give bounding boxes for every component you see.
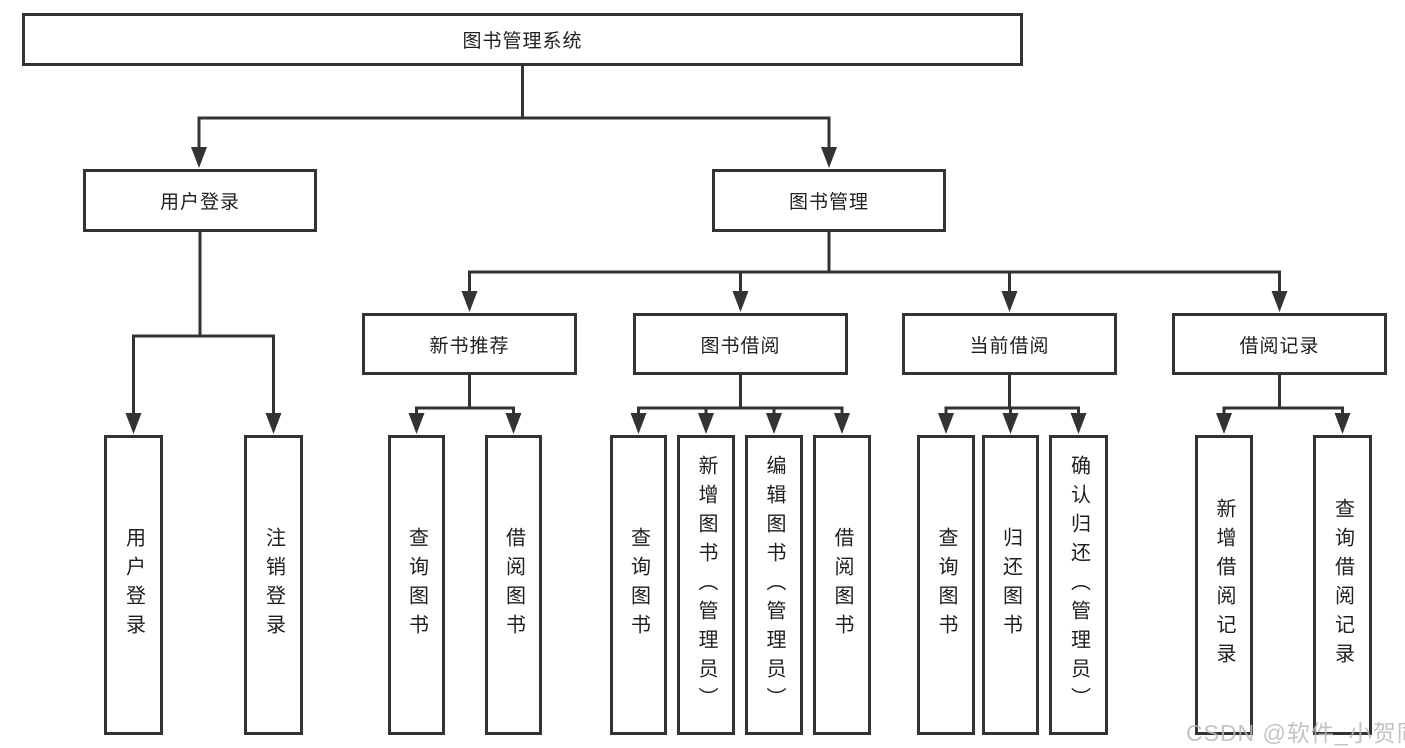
node-label: 新书推荐 — [429, 335, 510, 357]
leaf-label: 归还图书 — [999, 527, 1022, 643]
arrowhead-new-book-recommend — [461, 291, 478, 312]
node-label: 图书管理系统 — [462, 31, 583, 52]
node-label: 用户登录 — [159, 192, 240, 213]
arrowhead-records-child2 — [1334, 413, 1351, 434]
leaf-label: 借阅图书 — [831, 527, 853, 643]
leaf-label: 查询借阅记录 — [1331, 498, 1354, 672]
arrowhead-leaf-logout — [265, 413, 282, 434]
leaf-label: 注销登录 — [262, 527, 285, 643]
leaf-borrow-books-borrowing: 借阅图书 — [813, 435, 871, 735]
node-label: 当前借阅 — [969, 335, 1050, 357]
leaf-label: 新增图书（管理员） — [695, 454, 717, 716]
node-user-login: 用户登录 — [83, 169, 317, 232]
arrowhead-book-management — [821, 147, 837, 168]
arrowhead-user-login — [191, 147, 207, 168]
arrowhead-current-child2 — [1002, 413, 1019, 434]
arrowhead-records-child1 — [1216, 413, 1232, 434]
leaf-query-borrow-record: 查询借阅记录 — [1313, 435, 1372, 735]
node-current-borrowing: 当前借阅 — [902, 313, 1117, 375]
leaf-logout: 注销登录 — [244, 435, 303, 735]
arrowhead-recommend-child1 — [408, 413, 425, 434]
arrowhead-borrowing-child3 — [766, 413, 782, 434]
node-label: 图书借阅 — [700, 335, 781, 357]
arrowhead-borrowing-child2 — [698, 413, 714, 434]
node-book-borrowing: 图书借阅 — [633, 313, 848, 375]
csdn-watermark: CSDN @软件_小贺同学 — [1186, 720, 1405, 746]
arrowhead-borrowing-child4 — [834, 413, 850, 434]
leaf-label: 用户登录 — [122, 527, 145, 643]
arrowhead-borrowing-records — [1271, 291, 1288, 312]
leaf-query-books-recommend: 查询图书 — [388, 435, 445, 735]
leaf-user-login: 用户登录 — [104, 435, 163, 735]
leaf-edit-books-admin: 编辑图书（管理员） — [745, 435, 803, 735]
arrowhead-current-child1 — [938, 413, 954, 434]
leaf-label: 查询图书 — [935, 527, 957, 643]
node-label: 图书管理 — [788, 192, 869, 213]
leaf-add-books-admin: 新增图书（管理员） — [677, 435, 735, 735]
leaf-label: 确认归还（管理员） — [1067, 454, 1090, 716]
node-book-management: 图书管理 — [712, 169, 946, 232]
leaf-query-books-borrowing: 查询图书 — [610, 435, 667, 735]
arrowhead-recommend-child2 — [505, 413, 522, 434]
leaf-label: 新增借阅记录 — [1213, 498, 1235, 672]
leaf-borrow-books-recommend: 借阅图书 — [485, 435, 542, 735]
leaf-label: 借阅图书 — [502, 527, 525, 643]
arrowhead-borrowing-child1 — [630, 413, 647, 434]
node-label: 借阅记录 — [1239, 335, 1320, 357]
node-borrowing-records: 借阅记录 — [1172, 313, 1387, 375]
node-new-book-recommend: 新书推荐 — [362, 313, 577, 375]
leaf-return-books: 归还图书 — [982, 435, 1039, 735]
leaf-add-borrow-record: 新增借阅记录 — [1195, 435, 1253, 735]
arrowhead-leaf-user-login — [125, 413, 142, 434]
leaf-query-books-current: 查询图书 — [917, 435, 975, 735]
node-library-management-system: 图书管理系统 — [22, 13, 1023, 66]
leaf-label: 查询图书 — [627, 527, 650, 643]
leaf-label: 编辑图书（管理员） — [763, 454, 785, 716]
arrowhead-book-borrowing — [732, 291, 749, 312]
leaf-label: 查询图书 — [405, 527, 428, 643]
arrowhead-current-child3 — [1070, 413, 1087, 434]
arrowhead-current-borrowing — [1001, 291, 1018, 312]
leaf-confirm-return-admin: 确认归还（管理员） — [1049, 435, 1108, 735]
